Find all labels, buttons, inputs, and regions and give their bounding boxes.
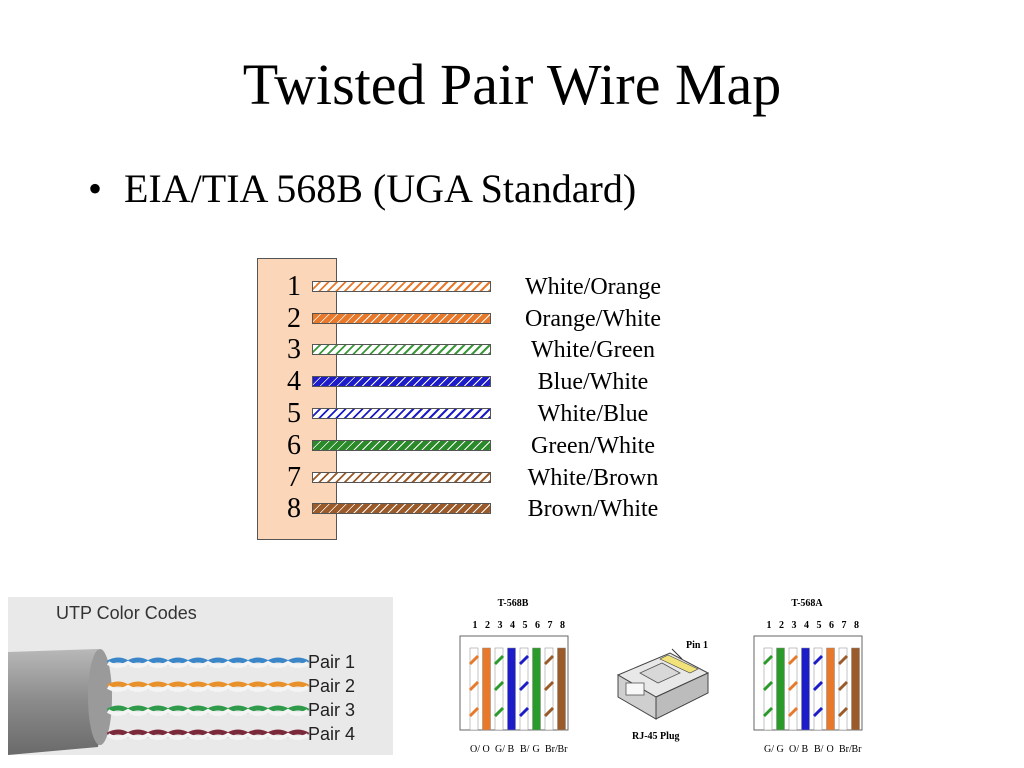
slide-title: Twisted Pair Wire Map bbox=[242, 52, 782, 117]
wire-map-color-label: Orange/White bbox=[525, 306, 661, 332]
wire-map-pin-number: 6 bbox=[287, 430, 301, 461]
jack-pin-number: 8 bbox=[560, 620, 565, 631]
jack-standard-title: T-568A bbox=[791, 598, 823, 609]
wire-map-pin-number: 8 bbox=[287, 493, 301, 524]
wire-map-wire bbox=[312, 472, 491, 483]
jack-pin-number: 3 bbox=[497, 620, 503, 631]
jack-color-code: B bbox=[507, 744, 515, 755]
jack-pin-number: 2 bbox=[485, 620, 490, 631]
jack-color-code: O/ bbox=[470, 744, 480, 755]
jack-wire-diagram bbox=[459, 635, 569, 731]
cable-jacket-end bbox=[88, 649, 112, 745]
jack-pin-number: 1 bbox=[766, 620, 772, 631]
utp-pair-wire-white bbox=[106, 660, 310, 668]
jack-color-code: G bbox=[532, 744, 540, 755]
jack-wire bbox=[557, 647, 566, 731]
jack-color-code: G bbox=[776, 744, 784, 755]
wire-map-color-label: White/Orange bbox=[525, 274, 661, 300]
wire-map-color-label: White/Brown bbox=[527, 465, 659, 491]
wire-map-color-label: Blue/White bbox=[537, 369, 649, 395]
wire-map-wire bbox=[312, 503, 491, 514]
wire-map-pin-number: 5 bbox=[287, 398, 301, 429]
jack-color-code: B bbox=[801, 744, 809, 755]
jack-color-code: G/ bbox=[495, 744, 505, 755]
jack-color-code: O bbox=[482, 744, 490, 755]
utp-cable-illustration bbox=[8, 649, 310, 755]
bullet-item: • EIA/TIA 568B (UGA Standard) bbox=[88, 164, 636, 214]
cable-jacket bbox=[8, 649, 104, 755]
jack-wire bbox=[851, 647, 860, 731]
jack-color-code: O bbox=[826, 744, 834, 755]
utp-twisted-pairs bbox=[106, 657, 310, 740]
jack-pin-number: 1 bbox=[472, 620, 478, 631]
wire-map-color-label: White/Blue bbox=[537, 401, 649, 427]
jack-color-code: O/ bbox=[789, 744, 799, 755]
jack-wire-diagram bbox=[753, 635, 863, 731]
wire-map-wire bbox=[312, 440, 491, 451]
jack-pin-number: 3 bbox=[791, 620, 797, 631]
jack-pin-number: 4 bbox=[510, 620, 515, 631]
jack-pin-number: 6 bbox=[535, 620, 540, 631]
utp-pair-wire-white bbox=[106, 708, 310, 716]
wire-map-wire bbox=[312, 344, 491, 355]
wire-map-wire bbox=[312, 281, 491, 292]
wire-map-pin-block bbox=[257, 258, 337, 540]
rj45-plug-label: RJ-45 Plug bbox=[632, 731, 680, 742]
wire-map-pin-number: 2 bbox=[287, 303, 301, 334]
utp-pair-label: Pair 3 bbox=[308, 700, 356, 720]
utp-title: UTP Color Codes bbox=[56, 603, 197, 623]
jack-standard-title: T-568B bbox=[497, 598, 529, 609]
utp-pair-label: Pair 1 bbox=[308, 652, 356, 672]
utp-color-codes-panel: UTP Color Codes Pair 1 Pair 2 Pair 3 Pair 4 bbox=[8, 597, 393, 755]
jack-wire bbox=[826, 647, 835, 731]
jack-color-code: G/ bbox=[764, 744, 774, 755]
utp-pair-wire-white bbox=[106, 732, 310, 740]
utp-pair-label: Pair 4 bbox=[308, 724, 356, 744]
jack-pin-number: 8 bbox=[854, 620, 859, 631]
jack-wire bbox=[532, 647, 541, 731]
pin-1-label: Pin 1 bbox=[686, 640, 708, 651]
jack-color-code: Br bbox=[851, 744, 862, 755]
wire-map-pin-number: 4 bbox=[287, 366, 301, 397]
jack-wire bbox=[507, 647, 516, 731]
jack-wire bbox=[482, 647, 491, 731]
wire-map-color-label: Green/White bbox=[531, 433, 655, 459]
jack-color-code: B/ bbox=[814, 744, 824, 755]
wire-map-wire bbox=[312, 376, 491, 387]
jack-pin-number: 5 bbox=[522, 620, 528, 631]
jack-pin-number: 6 bbox=[829, 620, 834, 631]
wire-map-wire bbox=[312, 408, 491, 419]
bullet-text: EIA/TIA 568B (UGA Standard) bbox=[124, 166, 637, 211]
utp-pair-wire-white bbox=[106, 684, 310, 692]
wire-map-wire bbox=[312, 313, 491, 324]
jack-wire bbox=[801, 647, 810, 731]
bullet-dot: • bbox=[88, 166, 103, 211]
jack-color-code: Br/ bbox=[839, 744, 852, 755]
jack-pin-number: 4 bbox=[804, 620, 809, 631]
jack-wire bbox=[776, 647, 785, 731]
jack-pin-number: 5 bbox=[816, 620, 822, 631]
jack-pin-number: 7 bbox=[841, 620, 847, 631]
wire-map-color-label: White/Green bbox=[531, 337, 655, 363]
wire-map-color-label: Brown/White bbox=[527, 496, 659, 522]
jack-color-code: Br bbox=[557, 744, 568, 755]
wire-map-pin-number: 7 bbox=[287, 462, 301, 493]
jack-pin-number: 2 bbox=[779, 620, 784, 631]
jack-pin-number: 7 bbox=[547, 620, 553, 631]
rj45-plug-icon bbox=[616, 648, 710, 720]
jack-color-code: Br/ bbox=[545, 744, 558, 755]
jack-color-code: B/ bbox=[520, 744, 530, 755]
wire-map-pin-number: 1 bbox=[287, 271, 301, 302]
utp-pair-label: Pair 2 bbox=[308, 676, 356, 696]
wire-map-pin-number: 3 bbox=[287, 334, 301, 365]
